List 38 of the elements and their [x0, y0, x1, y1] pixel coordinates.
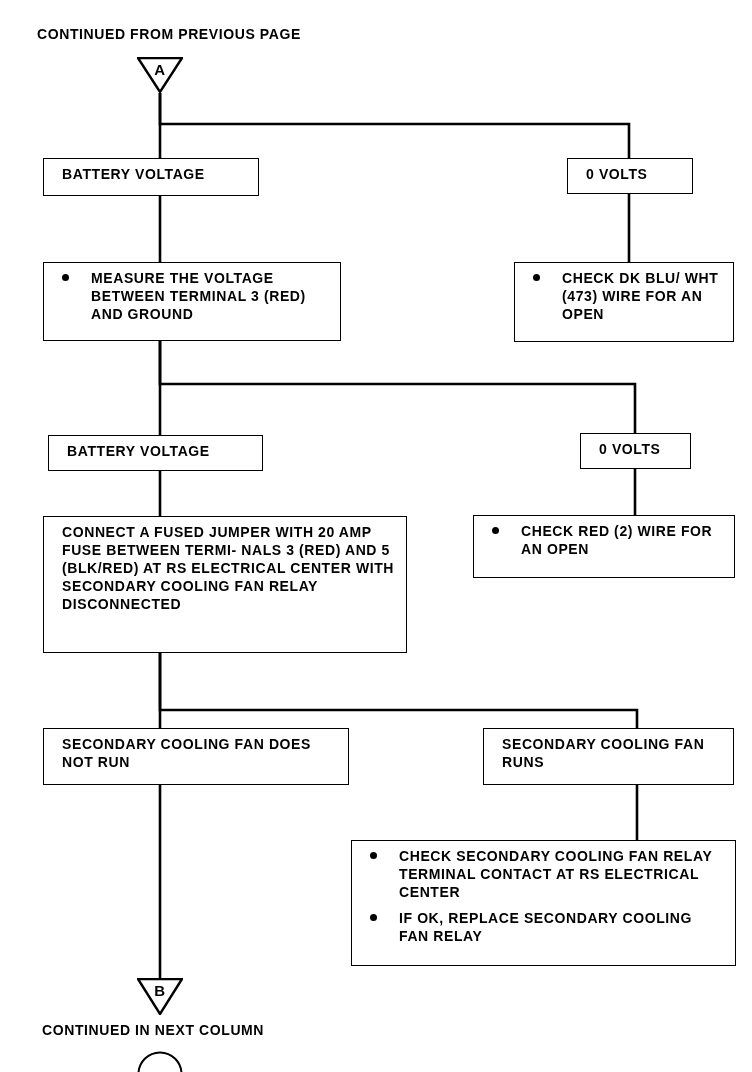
step-text: BATTERY VOLTAGE	[67, 443, 210, 459]
step-text: 0 VOLTS	[586, 166, 648, 182]
connector-letter: A	[154, 61, 166, 78]
connector-line	[158, 341, 637, 433]
off-page-connector	[137, 978, 183, 1015]
connector-letter: B	[154, 982, 166, 999]
step-text: SECONDARY COOLING FAN DOES NOT RUN	[62, 736, 311, 770]
process-box	[48, 435, 263, 471]
step-text: MEASURE THE VOLTAGE BETWEEN TERMINAL 3 (RED) AND GROUND	[91, 269, 307, 323]
process-box	[567, 158, 693, 194]
step-text: CHECK SECONDARY COOLING FAN RELAY TERMINAL CONTACT AT RS ELECTRICAL CENTER	[399, 847, 714, 901]
connector-line	[158, 93, 631, 158]
process-box	[483, 728, 734, 785]
connector-line	[158, 785, 162, 978]
step-text: BATTERY VOLTAGE	[62, 166, 205, 182]
step-text: CHECK RED (2) WIRE FOR AN OPEN	[521, 522, 714, 558]
connector-note: CONTINUED FROM PREVIOUS PAGE	[37, 26, 301, 42]
connector-line	[158, 653, 639, 728]
connector-line	[635, 785, 639, 840]
process-box	[351, 840, 736, 966]
process-box	[43, 262, 341, 341]
process-box	[580, 433, 691, 469]
step-text: SECONDARY COOLING FAN RUNS	[502, 736, 705, 770]
connector-line	[627, 194, 631, 262]
process-box	[514, 262, 734, 342]
connector-line	[158, 196, 162, 262]
process-box	[43, 728, 349, 785]
connector-note: CONTINUED IN NEXT COLUMN	[42, 1022, 265, 1038]
step-text: 0 VOLTS	[599, 441, 661, 457]
connector-line	[158, 471, 162, 516]
off-page-connector	[137, 57, 183, 93]
step-text: IF OK, REPLACE SECONDARY COOLING FAN RELAY	[399, 909, 693, 945]
step-text: CONNECT A FUSED JUMPER WITH 20 AMP FUSE BETWEEN TERMI- NALS 3 (RED) AND 5 (BLK/RED) AT RS ELECTRICAL CENTER WITH SECONDARY COOLING FAN RELAY DISCONNECTED	[62, 524, 395, 612]
process-box	[43, 516, 407, 653]
step-text: CHECK DK BLU/ WHT (473) WIRE FOR AN OPEN	[562, 269, 720, 323]
process-box	[473, 515, 735, 578]
connector-line	[633, 469, 637, 515]
process-box	[43, 158, 259, 196]
